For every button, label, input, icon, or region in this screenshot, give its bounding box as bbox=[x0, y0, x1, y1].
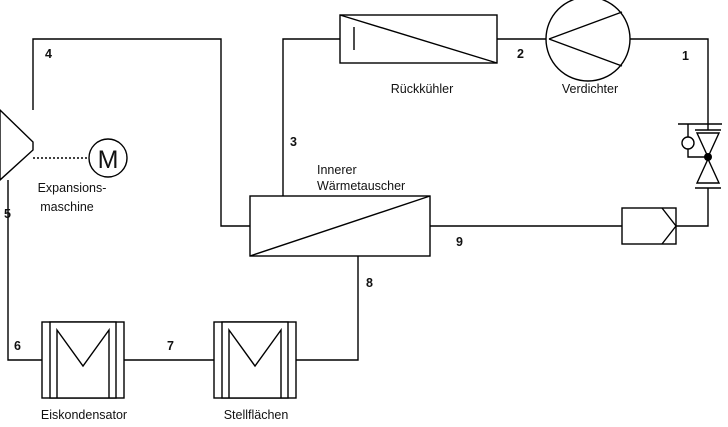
point-5: 5 bbox=[4, 207, 11, 221]
point-1: 1 bbox=[682, 49, 689, 63]
point-3: 3 bbox=[290, 135, 297, 149]
point-2: 2 bbox=[517, 47, 524, 61]
eiskondensator-exchanger bbox=[41, 321, 125, 399]
point-6: 6 bbox=[14, 339, 21, 353]
label-rueckkuehler: Rückkühler bbox=[391, 82, 454, 96]
label-waermetauscher: Wärmetauscher bbox=[317, 179, 405, 193]
label-innerer: Innerer bbox=[317, 163, 357, 177]
pipe-valve-out bbox=[676, 188, 709, 227]
label-expansions: Expansions- bbox=[38, 181, 107, 195]
point-8: 8 bbox=[366, 276, 373, 290]
label-maschine: maschine bbox=[40, 200, 94, 214]
label-eiskondensator: Eiskondensator bbox=[41, 408, 127, 422]
innerer-waermetauscher bbox=[249, 195, 431, 257]
stellflaechen-exchanger bbox=[213, 321, 297, 399]
point-7: 7 bbox=[167, 339, 174, 353]
rueckkuehler-exchanger bbox=[339, 14, 498, 64]
pipes bbox=[7, 38, 709, 361]
point-9: 9 bbox=[456, 235, 463, 249]
expansion-valve bbox=[678, 123, 722, 189]
motor-symbol: M bbox=[98, 146, 119, 174]
pipe-1 bbox=[630, 38, 709, 130]
expansionsmaschine: M bbox=[0, 109, 128, 181]
label-verdichter: Verdichter bbox=[562, 82, 618, 96]
pipe-5-6 bbox=[7, 180, 42, 361]
small-heat-exchanger bbox=[621, 207, 677, 245]
pipe-4 bbox=[32, 38, 250, 227]
point-4: 4 bbox=[45, 47, 52, 61]
label-stellflaechen: Stellflächen bbox=[224, 408, 289, 422]
pipe-8 bbox=[296, 256, 359, 361]
verdichter-compressor bbox=[545, 0, 631, 82]
pipe-3 bbox=[282, 38, 340, 196]
